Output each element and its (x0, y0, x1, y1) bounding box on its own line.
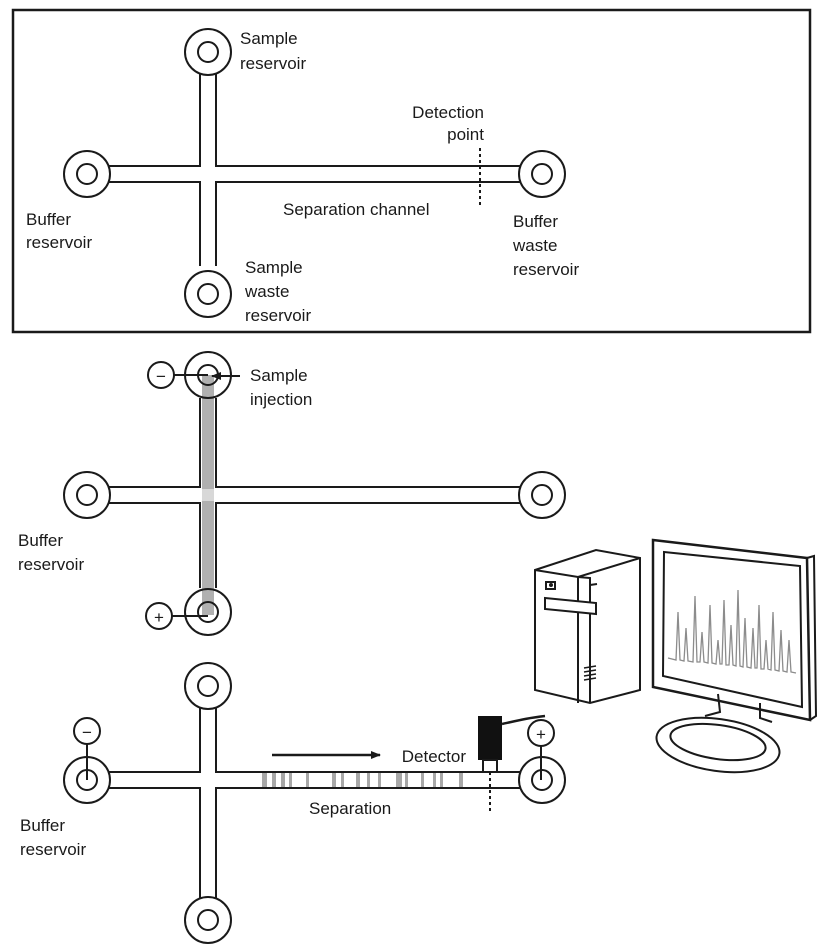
label-buffer-reservoir-2: reservoir (20, 840, 86, 859)
label-sample-reservoir-2: reservoir (240, 54, 306, 73)
monitor-icon (651, 538, 818, 774)
sample-waste-reservoir-icon (184, 588, 232, 636)
channel-cross (98, 398, 526, 588)
minus-electrode-icon (73, 717, 101, 780)
panel-chip-layout: Sample reservoir Detection point Separat… (11, 8, 812, 334)
label-buffer-reservoir-1: Buffer (20, 816, 65, 835)
label-sample-waste-3: reservoir (245, 306, 311, 325)
computer-icon (534, 538, 818, 774)
label-sample-reservoir-1: Sample (240, 29, 298, 48)
label-sample-injection-1: Sample (250, 366, 308, 385)
channel-cross (98, 74, 526, 266)
label-buffer-waste-3: reservoir (513, 260, 579, 279)
label-buffer-reservoir-2: reservoir (18, 555, 84, 574)
channel-cross (98, 708, 526, 898)
panel-sample-injection: − + Sample injection Buffer reservoir (18, 351, 566, 636)
label-buffer-reservoir-1: Buffer (26, 210, 71, 229)
detector-icon (478, 714, 546, 812)
separation-bands (262, 773, 463, 787)
buffer-waste-reservoir-icon (518, 471, 566, 519)
label-buffer-waste-2: waste (512, 236, 557, 255)
tower-vent-icon (583, 665, 597, 681)
sample-reservoir-icon (184, 28, 232, 76)
minus-symbol: − (82, 723, 92, 742)
panel-frame (11, 8, 812, 334)
buffer-waste-reservoir-icon (518, 150, 566, 198)
electropherogram-trace (667, 589, 797, 674)
label-detector: Detector (402, 747, 467, 766)
plus-electrode-icon (145, 602, 208, 630)
label-detection-point-2: point (447, 125, 484, 144)
label-sample-injection-2: injection (250, 390, 312, 409)
label-separation: Separation (309, 799, 391, 818)
label-separation-channel: Separation channel (283, 200, 430, 219)
label-sample-waste-1: Sample (245, 258, 303, 277)
label-buffer-waste-1: Buffer (513, 212, 558, 231)
plus-electrode-icon (527, 719, 555, 780)
buffer-reservoir-icon (63, 471, 111, 519)
minus-symbol: − (156, 367, 166, 386)
sample-waste-reservoir-icon (184, 896, 232, 944)
label-buffer-reservoir-1: Buffer (18, 531, 63, 550)
label-sample-waste-2: waste (244, 282, 289, 301)
plus-symbol: + (154, 608, 164, 627)
sample-waste-reservoir-icon (184, 270, 232, 318)
sample-reservoir-icon (184, 662, 232, 710)
label-detection-point-1: Detection (412, 103, 484, 122)
panel-separation: − + Detector Separation Buffer reservoir (20, 662, 566, 944)
minus-electrode-icon (147, 361, 208, 389)
label-buffer-reservoir-2: reservoir (26, 233, 92, 252)
plus-symbol: + (536, 725, 546, 744)
sample-plug-intersection (202, 489, 214, 501)
buffer-reservoir-icon (63, 150, 111, 198)
tower-icon (534, 548, 641, 705)
